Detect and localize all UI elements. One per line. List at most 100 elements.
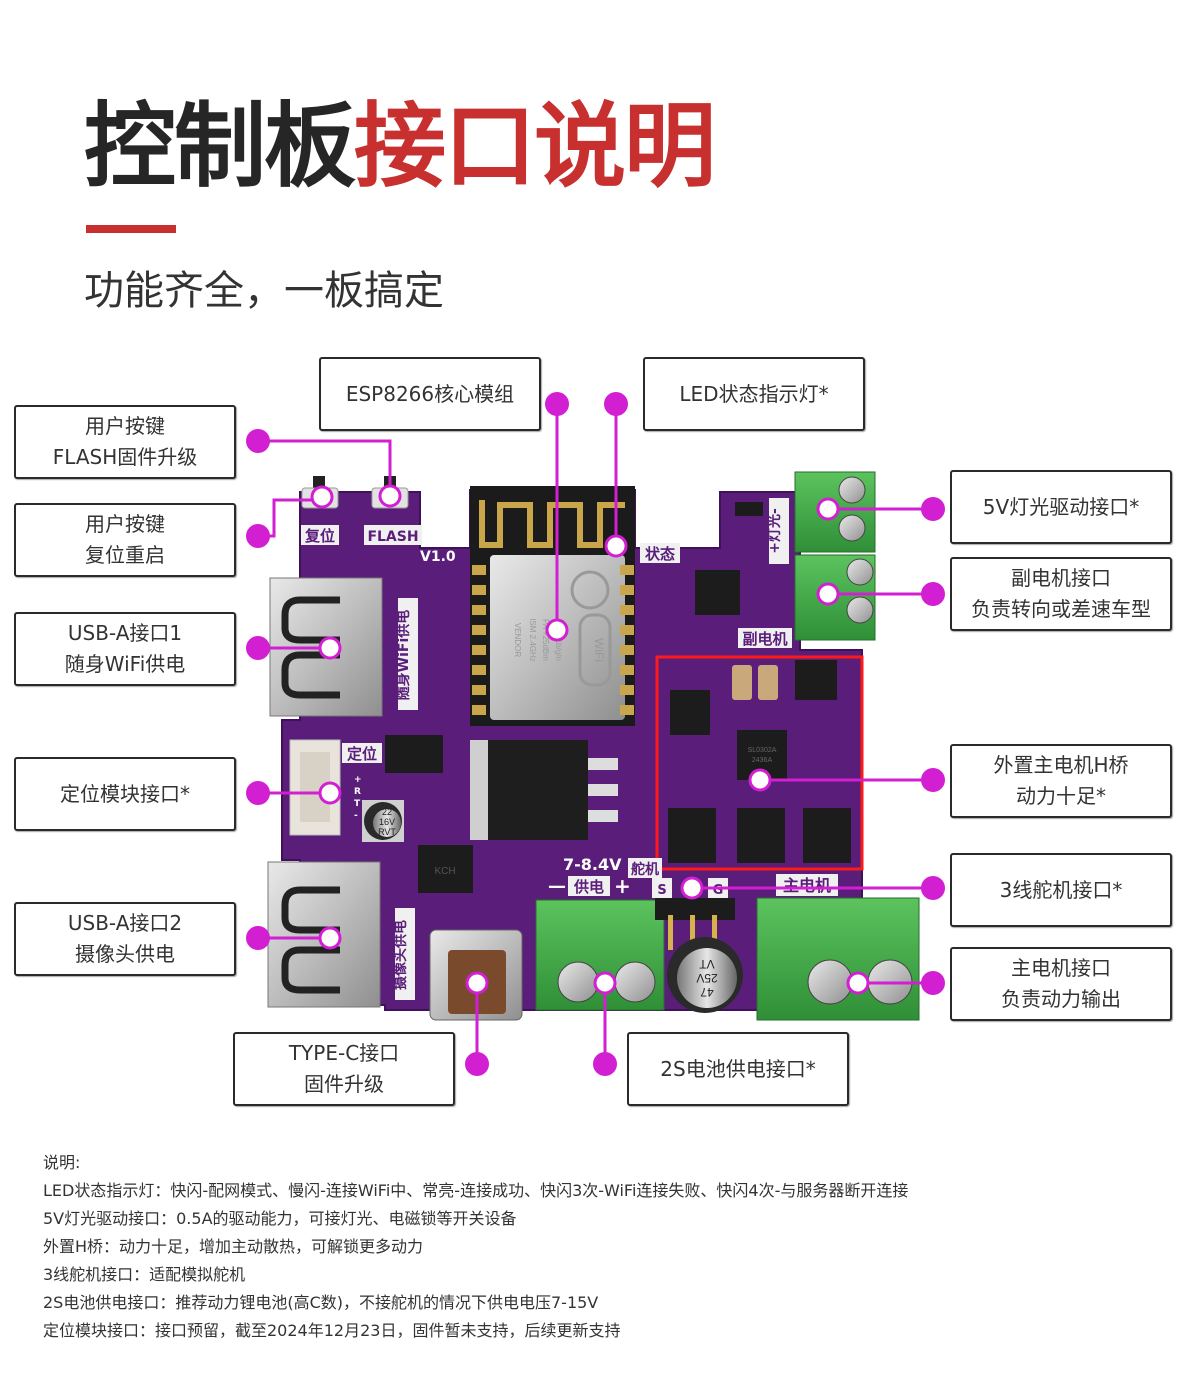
gps-connector	[289, 739, 341, 836]
silk-flash: FLASH	[367, 529, 418, 545]
regulator-ic	[385, 735, 443, 773]
cap-small-series: RVT	[378, 827, 396, 837]
module-vendor-text: VENDOR	[513, 623, 522, 657]
silk-gps: 定位	[347, 745, 377, 763]
callout-esp-line1: ESP8266核心模组	[345, 381, 515, 406]
callout-h-bridge: 外置主电机H桥 动力十足*	[950, 744, 1172, 818]
callout-usb-a1: USB-A接口1 随身WiFi供电	[14, 612, 236, 686]
callout-submotor-line2: 负责转向或差速车型	[971, 597, 1151, 621]
module-80211-text: 802.11b/g/n	[554, 619, 563, 661]
note-line-light: 5V灯光驱动接口：0.5A的驱动能力，可接灯光、电磁锁等开关设备	[43, 1209, 517, 1228]
reset-button-component	[301, 476, 339, 509]
wifi-logo-text: WiFi	[592, 638, 606, 662]
callout-sub-motor: 副电机接口 负责转向或差速车型	[950, 557, 1172, 631]
notes-heading: 说明:	[43, 1153, 81, 1172]
callout-hbridge-line1: 外置主电机H桥	[993, 753, 1129, 777]
silk-gps-pin-minus: -	[354, 811, 358, 821]
callout-led-line1: LED状态指示灯*	[679, 381, 829, 406]
driver-ic-kch: KCH	[418, 845, 473, 893]
callout-mainmotor-line2: 负责动力输出	[1001, 987, 1121, 1011]
silk-gps-pin-r: R	[354, 787, 361, 797]
terminal-sub-motor	[794, 554, 876, 641]
module-ism-text: ISM 2.4GHz	[528, 618, 537, 662]
h-bridge-highlight-frame	[655, 655, 864, 871]
title-red-part: 接口说明	[354, 93, 716, 200]
silk-voltage: 7-8.4V	[563, 855, 622, 874]
callout-usb2-line1: USB-A接口2	[67, 911, 183, 935]
silk-version: V1.0	[420, 549, 456, 565]
silk-camera-power: 摄像头供电	[392, 920, 409, 990]
silk-main-motor: 主电机	[783, 876, 831, 895]
callout-flash-button: 用户按键 FLASH固件升级	[14, 405, 236, 479]
usb-a-port-2	[267, 861, 381, 1008]
silk-light: +灯光-	[766, 508, 783, 554]
callout-gps-line1: 定位模块接口*	[60, 781, 190, 806]
callout-hbridge-line2: 动力十足*	[1016, 784, 1106, 808]
callout-submotor-line1: 副电机接口	[1011, 566, 1111, 590]
callout-light-line1: 5V灯光驱动接口*	[982, 494, 1140, 519]
usb-a-port-1	[269, 577, 383, 717]
silk-power: 供电	[573, 878, 604, 896]
module-pa-text: PA +25dBm	[541, 619, 550, 661]
cap-small-voltage: 16V	[379, 817, 395, 827]
cap-large-series: VT	[699, 957, 715, 971]
callout-usb1-line2: 随身WiFi供电	[64, 652, 186, 676]
callout-gps-port: 定位模块接口*	[14, 757, 236, 831]
silk-gps-pin-t: T	[354, 799, 361, 809]
terminal-light-5v	[794, 471, 876, 553]
callout-servo: 3线舵机接口*	[950, 853, 1172, 927]
title-dark-part: 控制板	[84, 93, 356, 200]
silk-gps-pin-plus: +	[354, 775, 362, 785]
terminal-battery	[535, 899, 665, 1011]
callout-reset-line1: 用户按键	[85, 512, 165, 536]
silk-reset: 复位	[304, 527, 335, 545]
capacitor-22uf: 22 16V RVT	[362, 800, 404, 842]
cap-small-value: 22	[382, 807, 392, 817]
note-line-servo: 3线舵机接口：适配模拟舵机	[43, 1265, 246, 1284]
callout-main-motor: 主电机接口 负责动力输出	[950, 947, 1172, 1021]
note-line-led: LED状态指示灯：快闪-配网模式、慢闪-连接WiFi中、常亮-连接成功、快闪3次…	[43, 1181, 909, 1200]
callout-typec-line1: TYPE-C接口	[288, 1041, 400, 1065]
sub-motor-driver-ic	[695, 570, 740, 615]
capacitor-47uf: 47 25V VT	[667, 937, 743, 1013]
silk-servo-pin-g: G	[713, 883, 724, 898]
callout-flash-line2: FLASH固件升级	[52, 445, 198, 469]
callout-reset-button: 用户按键 复位重启	[14, 503, 236, 577]
callout-esp-module: ESP8266核心模组	[319, 357, 541, 431]
note-line-battery: 2S电池供电接口：推荐动力锂电池(高C数)，不接舵机的情况下供电电压7-15V	[43, 1293, 599, 1312]
terminal-main-motor	[756, 897, 920, 1021]
callout-servo-line1: 3线舵机接口*	[999, 877, 1123, 902]
callout-usb-a2: USB-A接口2 摄像头供电	[14, 902, 236, 976]
note-line-gps: 定位模块接口：接口预留，截至2024年12月23日，固件暂未支持，后续更新支持	[43, 1321, 621, 1340]
page-title: 控制板接口说明	[84, 92, 716, 202]
mosfet-code: 2436A	[752, 757, 773, 764]
transistor	[735, 502, 763, 516]
cap-large-voltage: 25V	[696, 971, 717, 985]
flash-button-component	[371, 476, 409, 509]
callout-battery-line1: 2S电池供电接口*	[660, 1056, 816, 1081]
silk-servo-pin-s: S	[657, 883, 666, 898]
callout-led-status: LED状态指示灯*	[643, 357, 865, 431]
callout-light-5v: 5V灯光驱动接口*	[950, 470, 1172, 544]
callout-usb2-line2: 摄像头供电	[75, 942, 175, 966]
wifi-logo-icon	[578, 613, 612, 687]
servo-header	[655, 898, 735, 950]
callout-usb1-line1: USB-A接口1	[67, 621, 183, 645]
esp8266-module: WiFi VENDOR ISM 2.4GHz PA +25dBm 802.11b…	[470, 486, 635, 726]
ldo-regulator	[470, 740, 618, 840]
title-accent-bar	[86, 225, 176, 233]
mosfet-mark: SL0302A	[748, 747, 777, 754]
callout-typec-line2: 固件升级	[304, 1072, 384, 1096]
silk-power-minus: —	[548, 876, 566, 897]
module-logo-icon	[570, 570, 610, 610]
notes-section: 说明: LED状态指示灯：快闪-配网模式、慢闪-连接WiFi中、常亮-连接成功、…	[43, 1149, 908, 1345]
h-bridge-region: SL0302A 2436A	[668, 660, 851, 863]
page-subtitle: 功能齐全，一板搞定	[84, 268, 444, 314]
silk-power-plus: +	[614, 874, 631, 898]
driver-ic-mark: KCH	[434, 866, 455, 877]
silk-servo: 舵机	[631, 861, 659, 878]
callout-battery: 2S电池供电接口*	[627, 1032, 849, 1106]
callout-type-c: TYPE-C接口 固件升级	[233, 1032, 455, 1106]
type-c-port	[429, 929, 523, 1021]
